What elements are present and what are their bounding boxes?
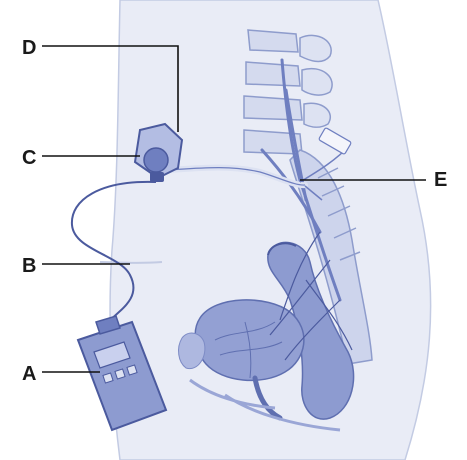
stimulator-connector [144, 148, 168, 172]
label-e: E [434, 170, 447, 190]
programmer-button-3 [127, 365, 137, 375]
label-a: A [22, 364, 36, 384]
vertebral-processes [300, 35, 332, 127]
label-c: C [22, 148, 36, 168]
vertebra-2 [246, 62, 300, 86]
label-b: B [22, 256, 36, 276]
stimulator-clip [150, 172, 164, 182]
bladder [195, 300, 304, 381]
programmer-button-1 [103, 373, 113, 383]
buttock-curve [100, 262, 162, 263]
vertebra-1 [248, 30, 298, 52]
vertebra-3 [244, 96, 302, 120]
label-d: D [22, 38, 36, 58]
programmer-button-2 [115, 369, 125, 379]
